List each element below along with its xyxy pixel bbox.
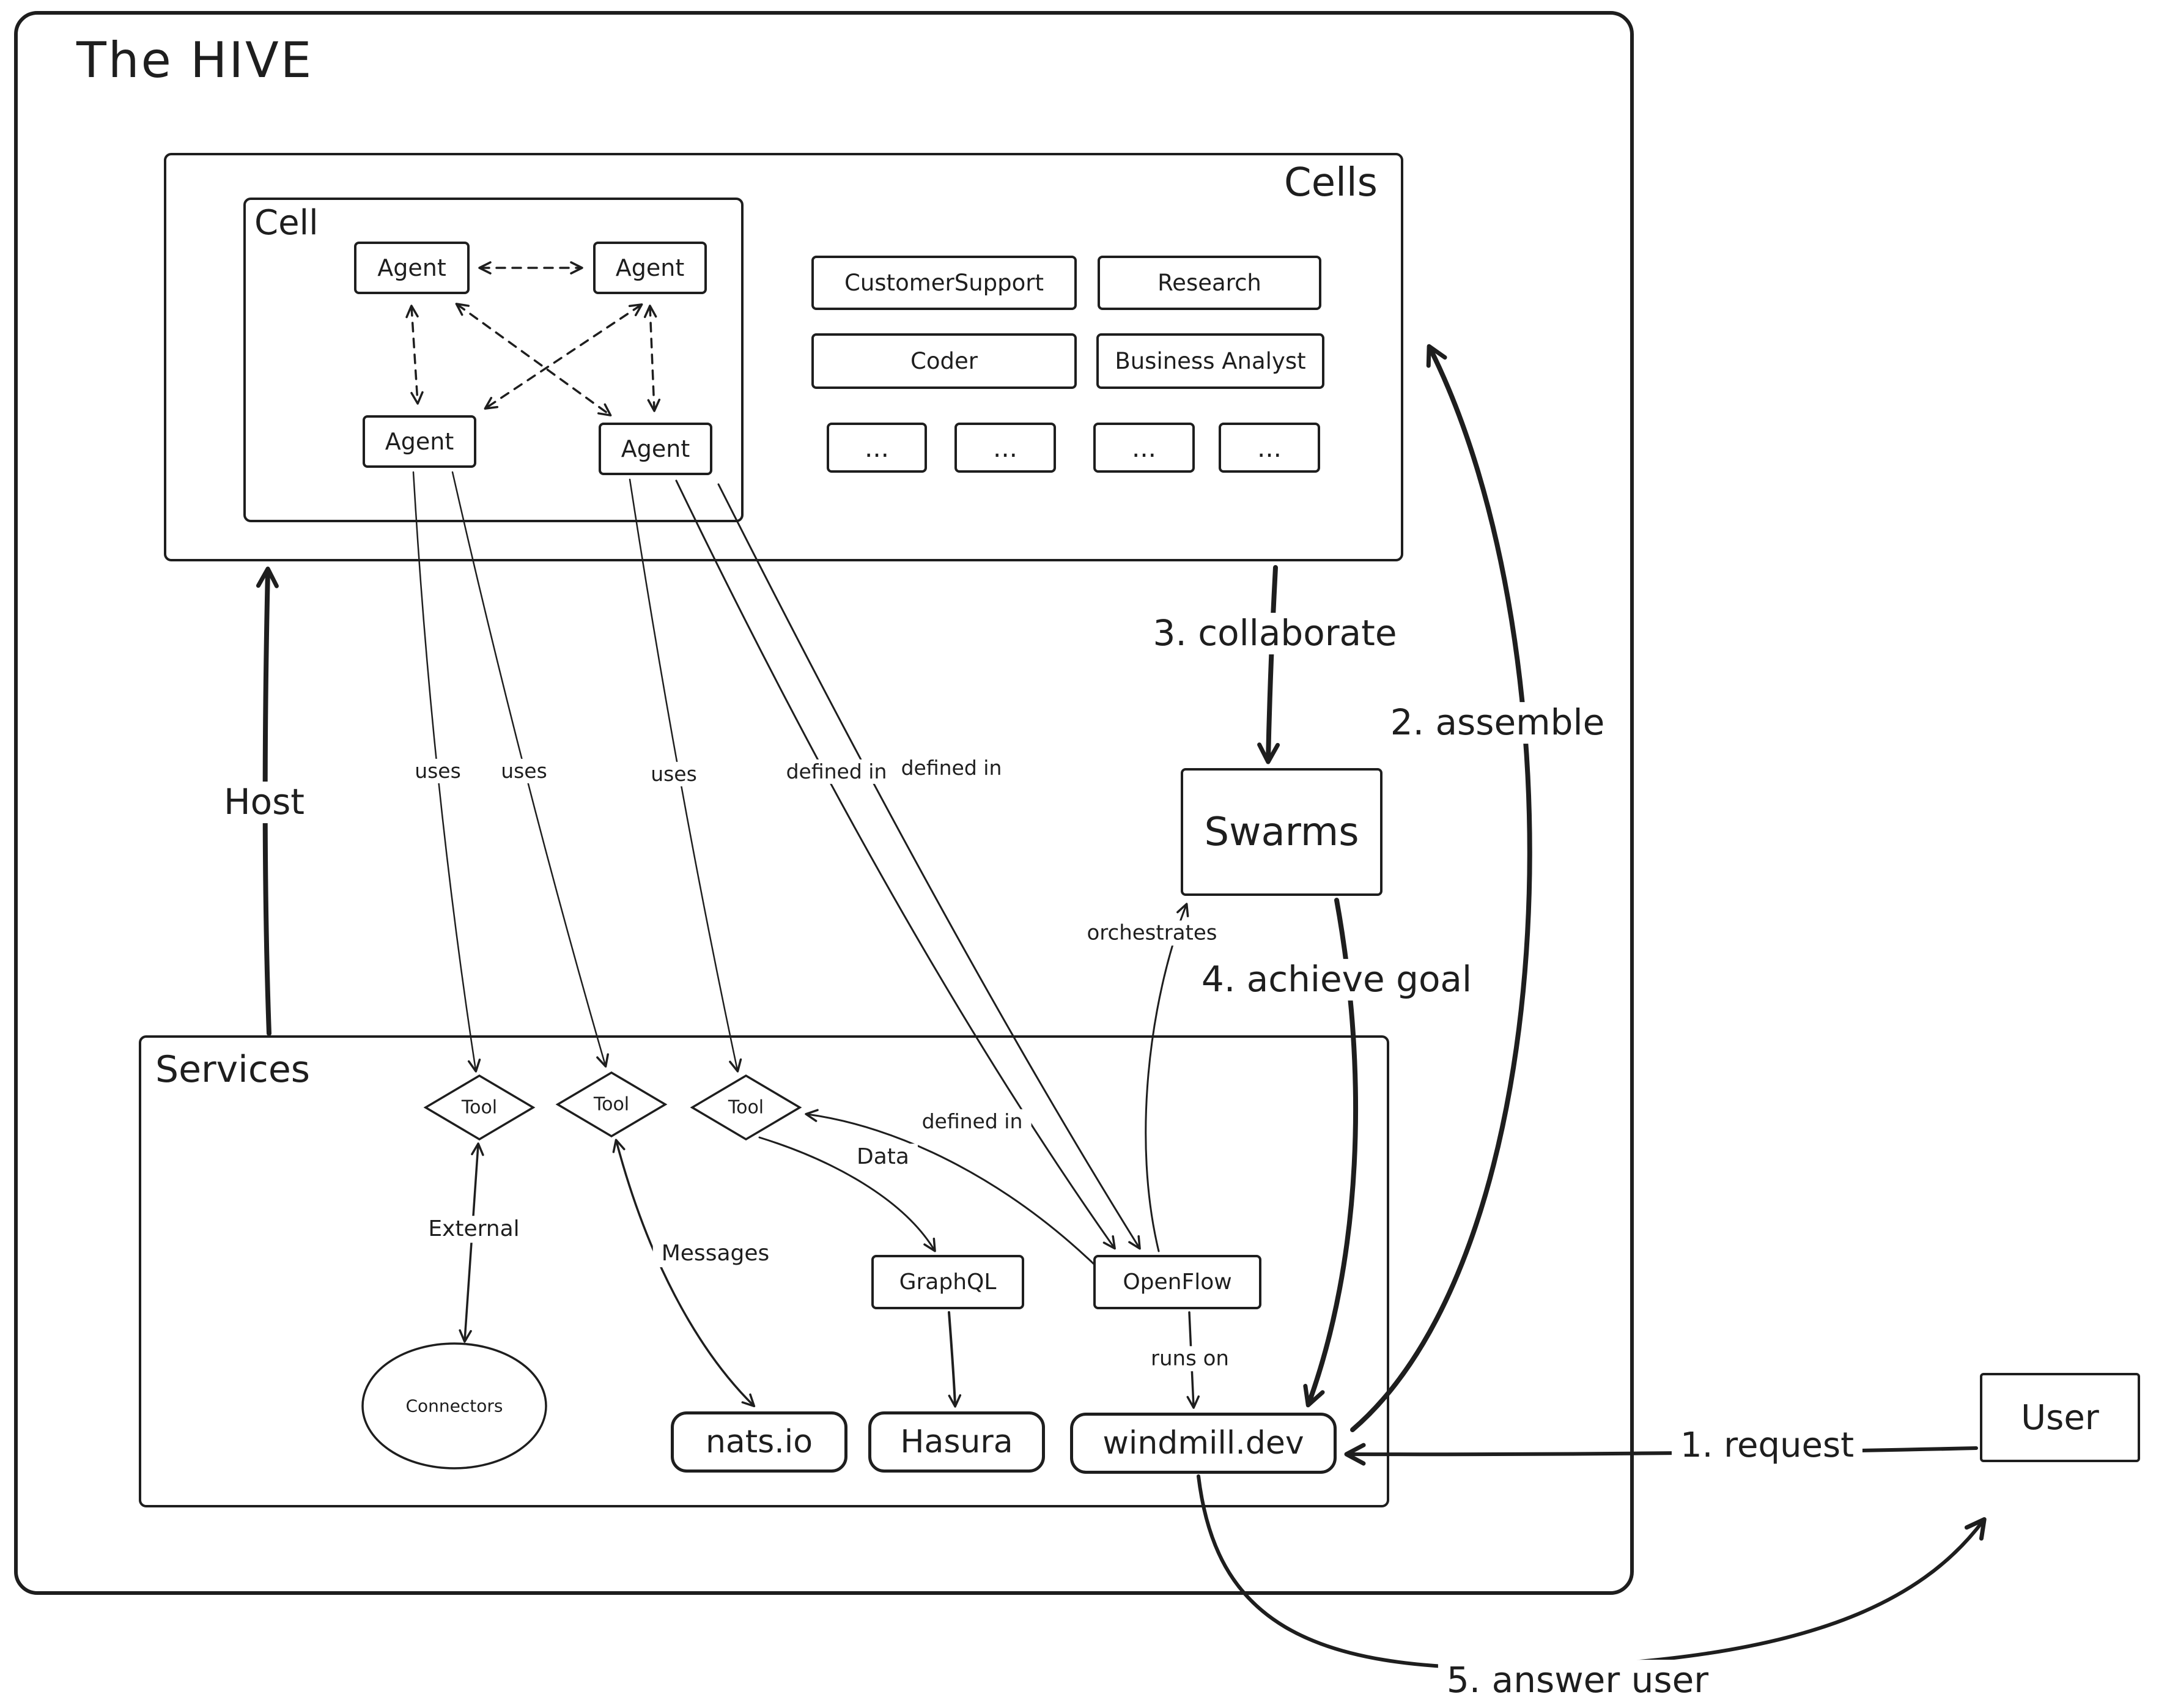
windmill-node: windmill.dev [1070, 1413, 1337, 1474]
tool-label: Tool [728, 1096, 764, 1118]
cell-type-coder: Coder [811, 333, 1077, 389]
agent-node: Agent [599, 423, 712, 475]
agent-node: Agent [354, 242, 470, 294]
data-label: Data [848, 1144, 918, 1170]
runs-on-label: runs on [1142, 1346, 1238, 1372]
connectors-label: Connectors [405, 1396, 503, 1416]
cell-type-business-analyst: Business Analyst [1096, 333, 1324, 389]
uses-label: uses [492, 758, 556, 784]
orchestrates-label: orchestrates [1078, 920, 1226, 946]
cells-label: Cells [1284, 160, 1378, 205]
cell-type-more: ... [954, 423, 1056, 473]
swarms-node: Swarms [1181, 768, 1383, 896]
cell-type-more: ... [1219, 423, 1320, 473]
achieve-goal-label: 4. achieve goal [1192, 959, 1481, 1000]
services-label: Services [155, 1048, 311, 1091]
hasura-node: Hasura [868, 1411, 1045, 1473]
collaborate-label: 3. collaborate [1144, 613, 1406, 654]
graphql-node: GraphQL [871, 1255, 1024, 1309]
request-label: 1. request [1671, 1425, 1863, 1466]
defined-in-label: defined in [913, 1109, 1032, 1134]
openflow-node: OpenFlow [1093, 1255, 1261, 1309]
agent-node: Agent [363, 415, 476, 468]
messages-label: Messages [652, 1240, 778, 1267]
assemble-label: 2. assemble [1381, 702, 1614, 744]
cell-type-customer-support: CustomerSupport [811, 256, 1077, 310]
external-label: External [419, 1216, 528, 1243]
host-label: Host [215, 782, 314, 823]
agent-node: Agent [593, 242, 707, 294]
hive-title: The HIVE [76, 32, 314, 89]
nats-node: nats.io [671, 1411, 847, 1473]
tool-label: Tool [593, 1093, 630, 1115]
user-node: User [1980, 1373, 2140, 1462]
cell-type-more: ... [827, 423, 927, 473]
uses-label: uses [406, 758, 470, 784]
tool-label: Tool [461, 1096, 498, 1118]
defined-in-label: defined in [777, 759, 896, 785]
cell-label: Cell [254, 203, 319, 243]
cell-type-research: Research [1098, 256, 1321, 310]
answer-user-label: 5. answer user [1438, 1660, 1718, 1701]
uses-label: uses [642, 761, 706, 787]
hive-container [14, 11, 1634, 1595]
defined-in-label: defined in [892, 755, 1011, 781]
cell-type-more: ... [1093, 423, 1195, 473]
